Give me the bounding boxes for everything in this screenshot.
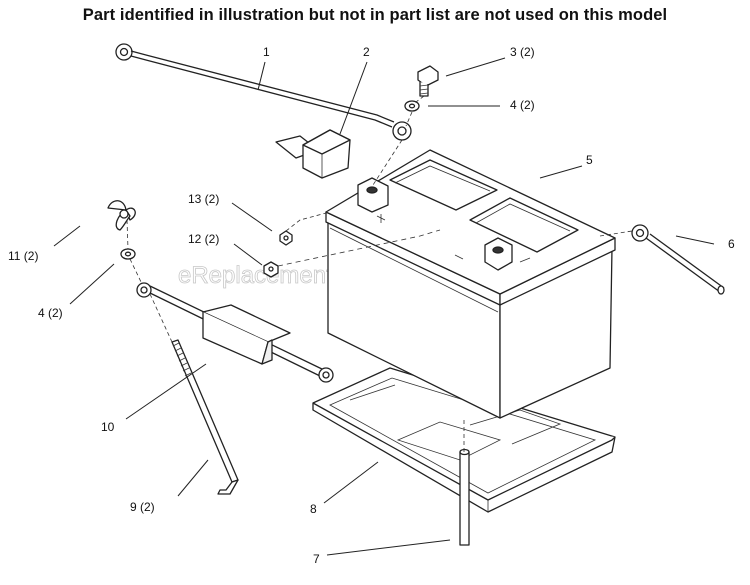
callout-11: 11 (2) [8,249,38,263]
callout-7: 7 [313,552,320,566]
page-title: Part identified in illustration but not … [82,6,668,24]
callout-4-top: 4 (2) [510,98,535,112]
terminal-boot [275,129,351,179]
battery [325,149,616,419]
callout-6: 6 [728,237,735,251]
bolt [417,65,439,97]
callout-1: 1 [263,45,270,59]
alignment-lines [126,95,633,452]
callout-10: 10 [101,420,115,434]
callout-5: 5 [586,153,593,167]
ground-cable [631,224,725,295]
washer-top [404,100,420,112]
leader-lines [53,57,715,556]
battery-cable [115,43,412,141]
nut [279,230,293,246]
callout-3: 3 (2) [510,45,535,59]
callout-8: 8 [310,502,317,516]
tray-post [459,448,470,546]
lock-washer [263,261,279,278]
callout-2: 2 [363,45,370,59]
wing-nut [107,200,136,231]
callout-12: 12 (2) [188,232,219,246]
callout-4-left: 4 (2) [38,306,63,320]
j-bolt [171,339,239,495]
washer-left [120,248,136,260]
callout-labels: 1 2 3 (2) 4 (2) 5 6 13 (2) 12 (2) 11 (2)… [8,45,735,566]
hold-down-bracket [136,282,334,383]
callout-13: 13 (2) [188,192,219,206]
callout-9: 9 (2) [130,500,155,514]
